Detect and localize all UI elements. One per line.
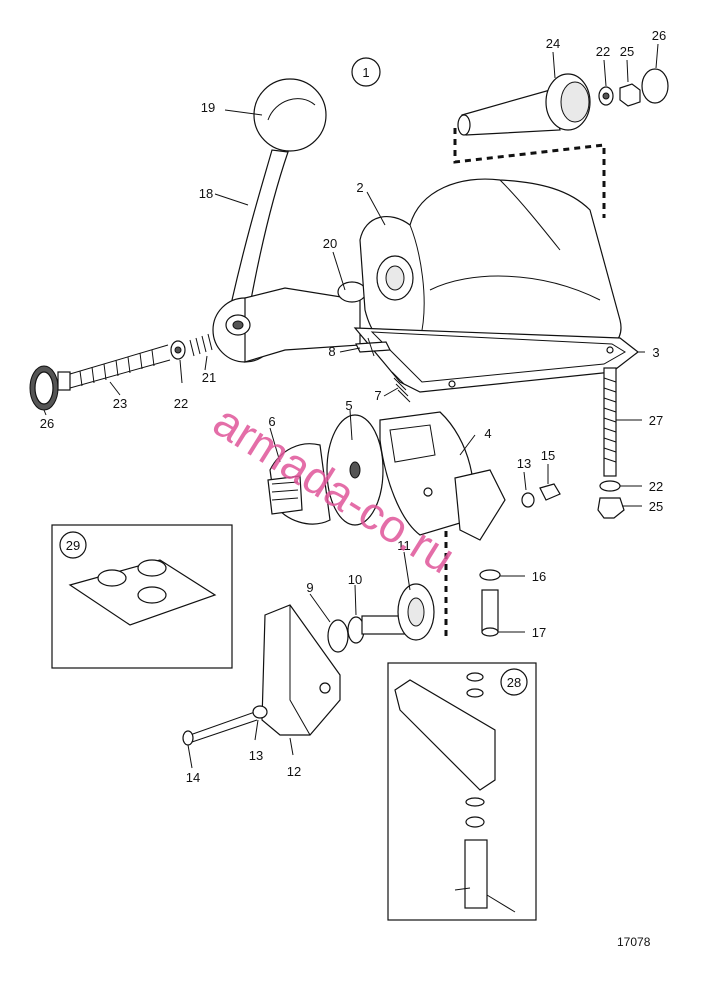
group-number: 1 xyxy=(362,65,369,80)
gear-bracket-assembly xyxy=(267,411,561,541)
part-label-3: 3 xyxy=(652,345,659,360)
part-label-19: 19 xyxy=(201,100,215,115)
part-label-21: 21 xyxy=(202,370,216,385)
part-label-13-left: 13 xyxy=(249,748,263,763)
bolt-assembly-right xyxy=(479,569,501,637)
part-label-16: 16 xyxy=(532,569,546,584)
part-label-13-right: 13 xyxy=(517,456,531,471)
part-label-26-left: 26 xyxy=(40,416,54,431)
inset-28 xyxy=(387,662,537,921)
part-label-9: 9 xyxy=(306,580,313,595)
bearing-assembly xyxy=(327,583,435,653)
part-label-14: 14 xyxy=(186,770,200,785)
part-label-22-top: 22 xyxy=(596,44,610,59)
part-label-11: 11 xyxy=(397,538,411,553)
part-label-24: 24 xyxy=(546,36,560,51)
part-label-12: 12 xyxy=(287,764,301,779)
control-box xyxy=(182,604,341,746)
lever-assembly xyxy=(212,78,367,363)
part-label-25-right: 25 xyxy=(649,499,663,514)
part-label-2: 2 xyxy=(356,180,363,195)
part-label-25-top: 25 xyxy=(620,44,634,59)
part-label-23: 23 xyxy=(113,396,127,411)
part-label-22-right: 22 xyxy=(649,479,663,494)
alignment-line-shaft xyxy=(453,128,606,218)
bolt-assembly-left xyxy=(29,333,213,411)
part-label-15: 15 xyxy=(541,448,555,463)
part-label-18: 18 xyxy=(199,186,213,201)
stud-assembly xyxy=(597,367,625,519)
part-label-8: 8 xyxy=(328,344,335,359)
leader-lines xyxy=(43,43,659,769)
part-label-26-top: 26 xyxy=(652,28,666,43)
part-label-4: 4 xyxy=(484,426,491,441)
part-label-17: 17 xyxy=(532,625,546,640)
drawing-code: 17078 xyxy=(617,935,651,949)
part-label-20: 20 xyxy=(323,236,337,251)
callout-29-circle xyxy=(59,531,87,559)
part-label-27: 27 xyxy=(649,413,663,428)
part-label-28: 28 xyxy=(507,675,521,690)
part-label-29: 29 xyxy=(66,538,80,553)
group-number-circle xyxy=(351,57,381,87)
part-label-22-left: 22 xyxy=(174,396,188,411)
part-label-7: 7 xyxy=(374,388,381,403)
part-label-5: 5 xyxy=(345,398,352,413)
shaft-assembly xyxy=(457,68,669,136)
callout-28-circle xyxy=(500,668,528,696)
part-label-6: 6 xyxy=(268,414,275,429)
part-label-10: 10 xyxy=(348,572,362,587)
control-housing xyxy=(353,178,639,393)
inset-29 xyxy=(51,524,233,669)
spring-pin xyxy=(355,337,411,403)
